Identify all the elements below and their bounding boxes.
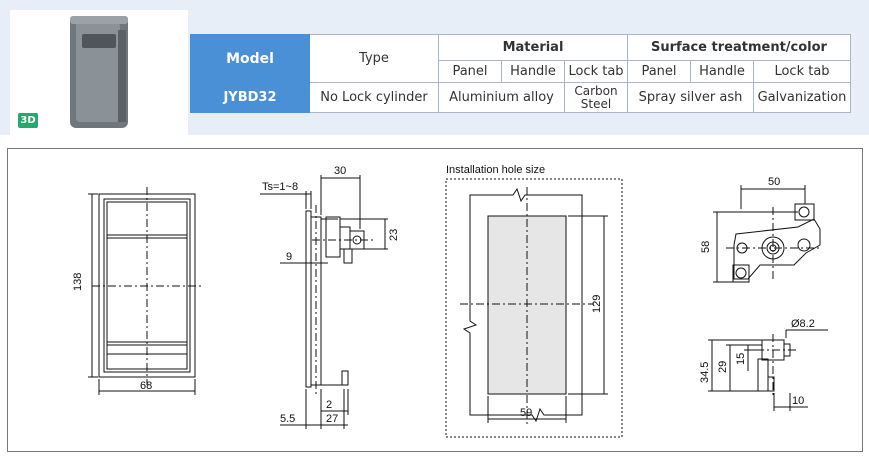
side-5-5-label: 5.5 — [280, 413, 295, 425]
install-hole-label: Installation hole size — [446, 164, 545, 176]
side-ts-label: Ts=1~8 — [262, 181, 298, 193]
product-photo — [10, 10, 188, 135]
surface-lock-tab: Galvanization — [753, 82, 851, 113]
material-panel-handle: Aluminium alloy — [438, 82, 565, 113]
type-value: No Lock cylinder — [309, 82, 439, 113]
side-27-label: 27 — [326, 413, 338, 425]
3d-badge[interactable]: 3D — [18, 113, 38, 128]
material-lock-tab-line2: Steel — [580, 96, 612, 111]
model-header: Model — [190, 34, 310, 83]
side-view — [260, 175, 388, 429]
sub-header-panel-2: Panel — [627, 60, 691, 83]
front-width-label: 68 — [140, 380, 152, 392]
front-view — [88, 187, 202, 395]
tab-width-label: 50 — [768, 176, 780, 188]
install-height-label: 129 — [591, 295, 603, 313]
sub-header-handle-2: Handle — [690, 60, 754, 83]
tab-34-5-label: 34.5 — [699, 362, 711, 383]
material-header: Material — [438, 34, 628, 61]
type-header: Type — [309, 34, 439, 83]
sub-header-handle: Handle — [501, 60, 565, 83]
spec-table: Model Type Material Surface treatment/co… — [190, 34, 851, 113]
tab-diameter-label: Ø8.2 — [791, 318, 815, 330]
tab-29-label: 29 — [717, 361, 729, 373]
side-9-label: 9 — [286, 251, 292, 263]
side-top-label: 30 — [334, 165, 346, 177]
front-height-label: 138 — [72, 273, 84, 291]
lock-tab-top-view — [713, 185, 821, 283]
surface-panel-handle: Spray silver ash — [627, 82, 754, 113]
technical-drawing-frame: 138 68 Ts=1~8 30 23 9 2 5.5 27 Installat… — [7, 148, 863, 452]
side-2-label: 2 — [326, 399, 332, 411]
sub-header-panel: Panel — [438, 60, 502, 83]
product-3d-image — [70, 16, 128, 128]
model-value: JYBD32 — [190, 82, 310, 113]
material-lock-tab-line1: Carbon — [574, 83, 618, 98]
installation-hole-view — [445, 178, 623, 438]
technical-drawing: 138 68 Ts=1~8 30 23 9 2 5.5 27 Installat… — [72, 164, 828, 438]
sub-header-lock-tab-2: Lock tab — [753, 60, 851, 83]
tab-height-label: 58 — [700, 241, 712, 253]
sub-header-lock-tab: Lock tab — [564, 60, 628, 83]
side-23-label: 23 — [388, 229, 400, 241]
tab-15-label: 15 — [735, 353, 747, 365]
lock-tab-side-view — [708, 329, 828, 411]
tab-10-label: 10 — [792, 395, 804, 407]
install-width-label: 59 — [520, 407, 532, 419]
surface-header: Surface treatment/color — [627, 34, 851, 61]
